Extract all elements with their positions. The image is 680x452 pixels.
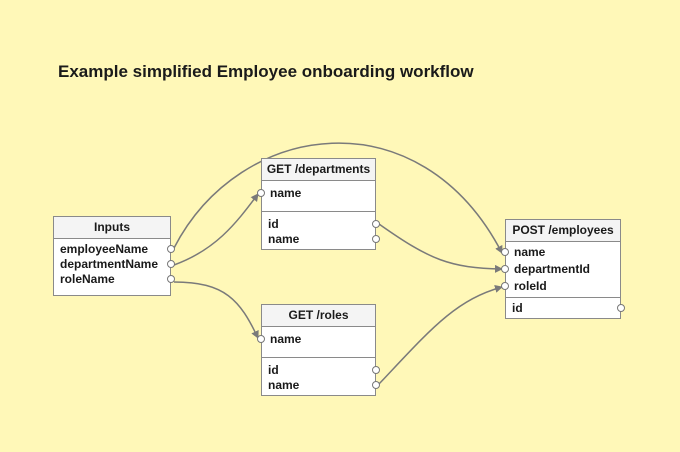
get-roles-node[interactable]: GET /roles name id name bbox=[257, 304, 380, 396]
output-port-row: departmentName bbox=[54, 257, 175, 272]
input-port-row: name bbox=[501, 245, 620, 260]
wire-departments-id-to-departmentid bbox=[378, 223, 503, 273]
port-label: name bbox=[268, 232, 300, 246]
input-port-row: roleId bbox=[501, 279, 620, 294]
output-port-icon[interactable] bbox=[372, 220, 380, 228]
output-port-row: id bbox=[262, 363, 380, 378]
node-header: GET /departments bbox=[262, 159, 375, 181]
output-port-row: name bbox=[262, 232, 380, 247]
port-label: id bbox=[512, 301, 523, 315]
port-label: employeeName bbox=[60, 242, 149, 256]
input-port-row: name bbox=[257, 332, 375, 347]
input-port-icon[interactable] bbox=[501, 248, 509, 256]
port-label: name bbox=[514, 245, 546, 259]
port-label: departmentId bbox=[514, 262, 591, 276]
get-departments-node[interactable]: GET /departments name id name bbox=[257, 158, 380, 250]
output-port-row: id bbox=[506, 301, 625, 316]
port-label: roleId bbox=[514, 279, 547, 293]
node-header: GET /roles bbox=[262, 305, 375, 327]
inputs-node[interactable]: Inputs employeeName departmentName roleN… bbox=[53, 216, 175, 296]
wire-employeename-to-employee-name bbox=[173, 142, 503, 254]
output-port-icon[interactable] bbox=[617, 304, 625, 312]
wire-departmentname-to-departments-name bbox=[173, 193, 259, 266]
post-employees-node[interactable]: POST /employees name departmentId roleId… bbox=[501, 219, 625, 319]
port-label: name bbox=[270, 186, 302, 200]
port-label: name bbox=[270, 332, 302, 346]
output-port-row: roleName bbox=[54, 272, 175, 287]
node-header: Inputs bbox=[54, 217, 170, 239]
output-port-row: employeeName bbox=[54, 242, 175, 257]
port-label: roleName bbox=[60, 272, 115, 286]
input-port-row: name bbox=[257, 186, 375, 201]
input-port-icon[interactable] bbox=[257, 189, 265, 197]
wire-rolename-to-roles-name bbox=[173, 281, 259, 339]
input-port-icon[interactable] bbox=[501, 282, 509, 290]
diagram-title: Example simplified Employee onboarding w… bbox=[58, 62, 474, 81]
output-port-icon[interactable] bbox=[372, 366, 380, 374]
input-port-icon[interactable] bbox=[257, 335, 265, 343]
port-label: id bbox=[268, 363, 279, 377]
output-port-icon[interactable] bbox=[167, 245, 175, 253]
output-port-icon[interactable] bbox=[167, 260, 175, 268]
output-port-row: id bbox=[262, 217, 380, 232]
port-label: id bbox=[268, 217, 279, 231]
output-port-row: name bbox=[262, 378, 380, 393]
input-port-icon[interactable] bbox=[501, 265, 509, 273]
output-port-icon[interactable] bbox=[372, 235, 380, 243]
port-label: name bbox=[268, 378, 300, 392]
port-label: departmentName bbox=[60, 257, 159, 271]
output-port-icon[interactable] bbox=[372, 381, 380, 389]
wire-roles-name-to-roleid bbox=[378, 285, 503, 385]
input-port-row: departmentId bbox=[501, 262, 620, 277]
node-header: POST /employees bbox=[506, 220, 620, 242]
output-port-icon[interactable] bbox=[167, 275, 175, 283]
